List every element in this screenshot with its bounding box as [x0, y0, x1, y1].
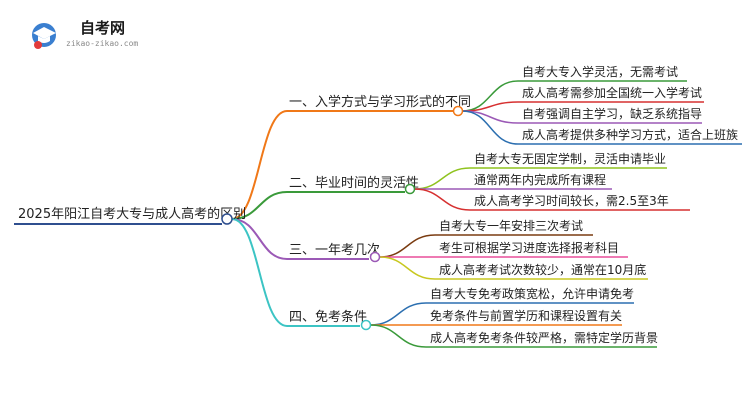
leaf-node-3-1: 自考大专一年安排三次考试 — [435, 218, 593, 236]
leaf-node-2-1: 自考大专无固定学制，灵活申请毕业 — [470, 151, 667, 169]
leaf-node-4-2: 免考条件与前置学历和课程设置有关 — [426, 308, 622, 326]
leaf-connector-1-4 — [462, 110, 519, 145]
branch-node-4: 四、免考条件 — [287, 309, 372, 331]
leaf-label-1-2: 成人高考需参加全国统一入学考试 — [522, 85, 702, 100]
root-connector-2 — [231, 191, 288, 220]
branch-label-4: 四、免考条件 — [289, 309, 367, 325]
leaf-label-3-1: 自考大专一年安排三次考试 — [439, 218, 583, 233]
leaf-label-2-3: 成人高考学习时间较长，需2.5至3年 — [474, 193, 669, 208]
leaf-label-1-4: 成人高考提供多种学习方式，适合上班族 — [522, 127, 738, 142]
graduation-cap-icon — [32, 23, 56, 49]
leaf-label-2-1: 自考大专无固定学制，灵活申请毕业 — [474, 151, 666, 166]
leaf-label-2-2: 通常两年内完成所有课程 — [474, 172, 606, 187]
leaf-connector-3-1 — [379, 234, 436, 258]
root-connector-1 — [231, 110, 288, 220]
branch-node-1: 一、入学方式与学习形式的不同 — [287, 94, 471, 117]
leaf-node-1-4: 成人高考提供多种学习方式，适合上班族 — [518, 127, 742, 145]
branch-node-3: 三、一年考几次 — [287, 242, 381, 263]
root-connector-3 — [231, 218, 288, 260]
leaf-label-3-3: 成人高考考试次数较少，通常在10月底 — [439, 262, 646, 277]
root-label: 2025年阳江自考大专与成人高考的区别 — [18, 206, 246, 222]
leaf-label-1-3: 自考强调自主学习，缺乏系统指导 — [522, 106, 702, 121]
logo-subtitle: zikao-zikao.com — [66, 39, 138, 48]
root-connector-4 — [231, 218, 288, 327]
branch-label-3: 三、一年考几次 — [289, 242, 380, 258]
leaf-node-3-2: 考生可根据学习进度选择报考科目 — [435, 240, 628, 258]
branch-label-1: 一、入学方式与学习形式的不同 — [289, 94, 471, 110]
leaf-label-4-1: 自考大专免考政策宽松，允许申请免考 — [430, 286, 634, 301]
leaf-label-4-3: 成人高考免考条件较严格，需特定学历背景 — [430, 330, 658, 345]
connector-lines — [231, 80, 519, 348]
leaf-node-1-1: 自考大专入学灵活，无需考试 — [518, 64, 687, 82]
logo-title: 自考网 — [80, 19, 125, 37]
leaf-connector-3-3 — [379, 256, 436, 280]
branch-label-2: 二、毕业时间的灵活性 — [289, 175, 419, 191]
leaf-connector-4-1 — [370, 302, 427, 326]
leaf-label-1-1: 自考大专入学灵活，无需考试 — [522, 64, 678, 79]
leaf-node-4-1: 自考大专免考政策宽松，允许申请免考 — [426, 286, 634, 304]
leaf-label-4-2: 免考条件与前置学历和课程设置有关 — [430, 308, 622, 323]
leaf-label-3-2: 考生可根据学习进度选择报考科目 — [439, 240, 619, 255]
root-node: 2025年阳江自考大专与成人高考的区别 — [14, 206, 246, 225]
branch-node-2: 二、毕业时间的灵活性 — [287, 175, 419, 195]
leaf-node-3-3: 成人高考考试次数较少，通常在10月底 — [435, 262, 648, 280]
leaf-node-1-3: 自考强调自主学习，缺乏系统指导 — [518, 106, 702, 124]
leaf-connector-2-3 — [414, 188, 471, 211]
leaf-node-2-2: 通常两年内完成所有课程 — [470, 172, 612, 190]
leaf-connector-2-1 — [414, 167, 471, 190]
leaf-node-4-3: 成人高考免考条件较严格，需特定学历背景 — [426, 330, 658, 348]
leaf-node-2-3: 成人高考学习时间较长，需2.5至3年 — [470, 193, 690, 211]
logo: 自考网 zikao-zikao.com — [32, 19, 138, 49]
leaf-node-1-2: 成人高考需参加全国统一入学考试 — [518, 85, 704, 103]
leaf-connector-4-3 — [370, 324, 427, 348]
